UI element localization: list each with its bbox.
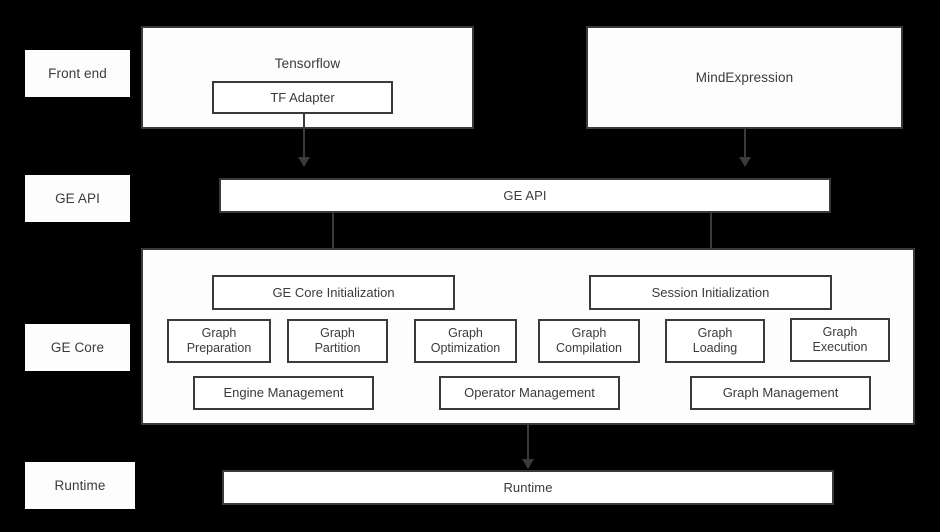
manager-graph-management[interactable]: Graph Management — [690, 376, 871, 410]
tf-adapter-label: TF Adapter — [270, 89, 335, 105]
module-graph-optimization[interactable]: Graph Optimization — [414, 319, 517, 363]
arrow-ge-api-to-ge-core-init — [332, 213, 334, 265]
module-graph-partition[interactable]: Graph Partition — [287, 319, 388, 363]
stage-label-runtime: Runtime — [25, 462, 135, 509]
runtime-bar[interactable]: Runtime — [222, 470, 834, 505]
stage-label-ge-core-text: GE Core — [50, 339, 105, 355]
runtime-label: Runtime — [503, 479, 553, 495]
module-graph-partition-label: Graph Partition — [314, 326, 361, 355]
arrow-ge-core-to-runtime — [527, 425, 529, 460]
arrow-ge-api-to-session-init — [710, 213, 712, 265]
module-graph-preparation-label: Graph Preparation — [186, 326, 252, 355]
mindexpression-title: MindExpression — [695, 69, 794, 85]
manager-engine-management-label: Engine Management — [223, 385, 344, 401]
stage-label-ge-core: GE Core — [25, 324, 130, 371]
module-graph-execution-label: Graph Execution — [812, 325, 868, 354]
stage-label-runtime-text: Runtime — [54, 477, 106, 493]
arrow-mindexpression-to-ge-api — [744, 129, 746, 158]
module-graph-optimization-label: Graph Optimization — [430, 326, 501, 355]
stage-label-ge-api-text: GE API — [55, 190, 100, 206]
ge-api-bar[interactable]: GE API — [219, 178, 831, 213]
module-graph-execution[interactable]: Graph Execution — [790, 318, 890, 362]
module-graph-compilation-label: Graph Compilation — [555, 326, 622, 355]
mindexpression-container: MindExpression — [586, 26, 903, 129]
stage-label-ge-api: GE API — [25, 175, 130, 222]
manager-operator-management[interactable]: Operator Management — [439, 376, 620, 410]
manager-operator-management-label: Operator Management — [464, 385, 595, 401]
session-initialization-label: Session Initialization — [651, 284, 770, 300]
module-graph-loading-label: Graph Loading — [692, 326, 738, 355]
manager-graph-management-label: Graph Management — [722, 385, 839, 401]
tensorflow-title: Tensorflow — [274, 56, 341, 71]
ge-api-label: GE API — [503, 187, 547, 203]
manager-engine-management[interactable]: Engine Management — [193, 376, 374, 410]
arrow-tf-adapter-to-ge-api — [303, 114, 305, 158]
ge-core-initialization-box[interactable]: GE Core Initialization — [212, 275, 455, 310]
ge-core-initialization-label: GE Core Initialization — [272, 284, 395, 300]
stage-label-front-end: Front end — [25, 50, 130, 97]
module-graph-loading[interactable]: Graph Loading — [665, 319, 765, 363]
module-graph-compilation[interactable]: Graph Compilation — [538, 319, 640, 363]
session-initialization-box[interactable]: Session Initialization — [589, 275, 832, 310]
module-graph-preparation[interactable]: Graph Preparation — [167, 319, 271, 363]
stage-label-front-end-text: Front end — [48, 65, 107, 81]
tf-adapter-box[interactable]: TF Adapter — [212, 81, 393, 114]
